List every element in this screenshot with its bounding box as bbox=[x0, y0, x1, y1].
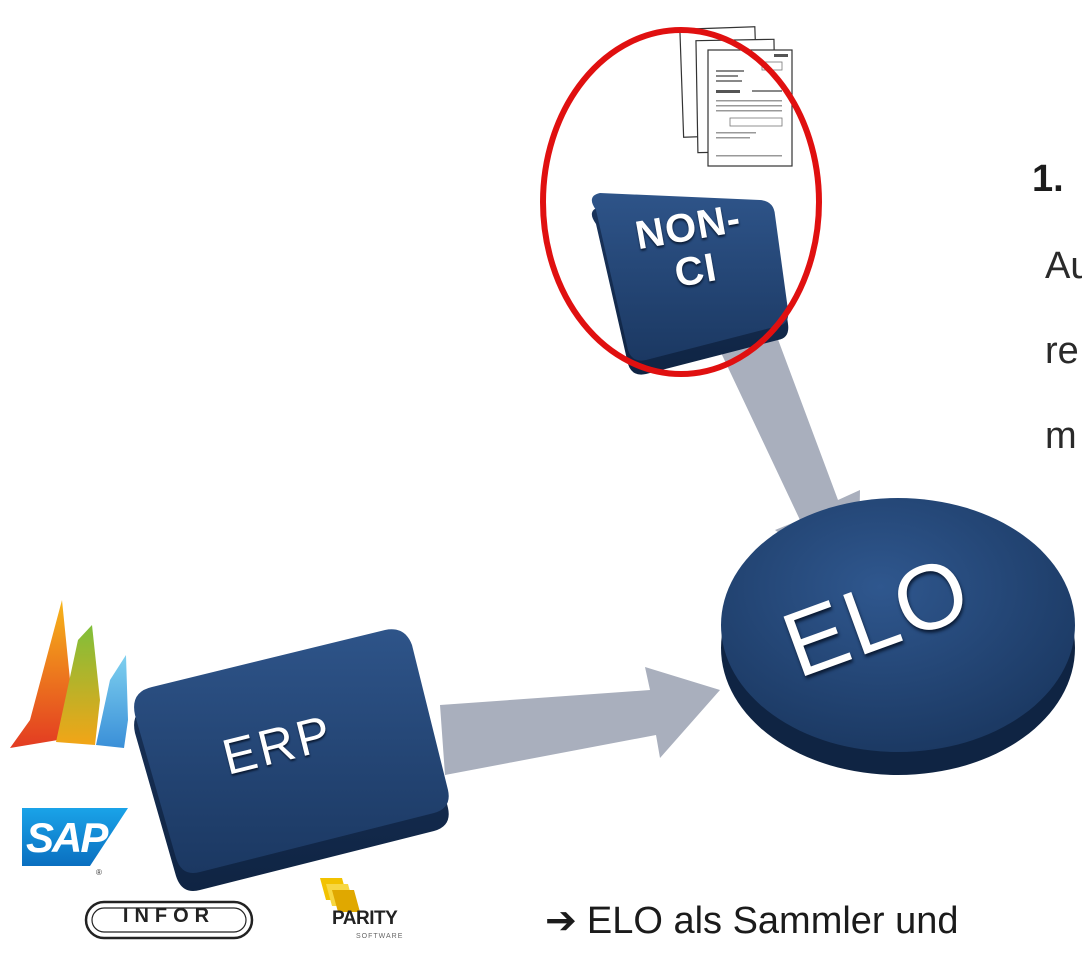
section-heading: 1. bbox=[1032, 158, 1064, 200]
microsoft-dynamics-logo bbox=[10, 600, 128, 748]
sap-logo-text: SAP bbox=[26, 814, 108, 861]
sap-registered-mark: ® bbox=[96, 868, 102, 877]
arrow-erp-to-elo bbox=[440, 667, 720, 775]
non-ci-node bbox=[591, 193, 789, 375]
parity-logo-mark bbox=[320, 878, 360, 912]
side-text-line-2: re bbox=[1045, 330, 1079, 372]
footer-text: ELO als Sammler und bbox=[586, 900, 959, 942]
highlight-circle bbox=[540, 27, 822, 377]
infor-logo bbox=[84, 900, 254, 940]
side-text-line-1: Au bbox=[1045, 245, 1082, 287]
erp-node bbox=[134, 629, 449, 892]
footer-statement: ➔ELO als Sammler und bbox=[545, 898, 959, 943]
infor-logo-text: INFOR bbox=[122, 905, 216, 927]
parity-logo-subtext: SOFTWARE bbox=[356, 933, 404, 940]
sap-logo bbox=[22, 808, 128, 866]
elo-node bbox=[721, 498, 1075, 775]
parity-logo-text: PARITY bbox=[332, 908, 398, 929]
side-text-line-3: m bbox=[1045, 415, 1077, 457]
document-stack-icon bbox=[679, 26, 793, 167]
right-arrow-icon: ➔ bbox=[545, 900, 577, 942]
